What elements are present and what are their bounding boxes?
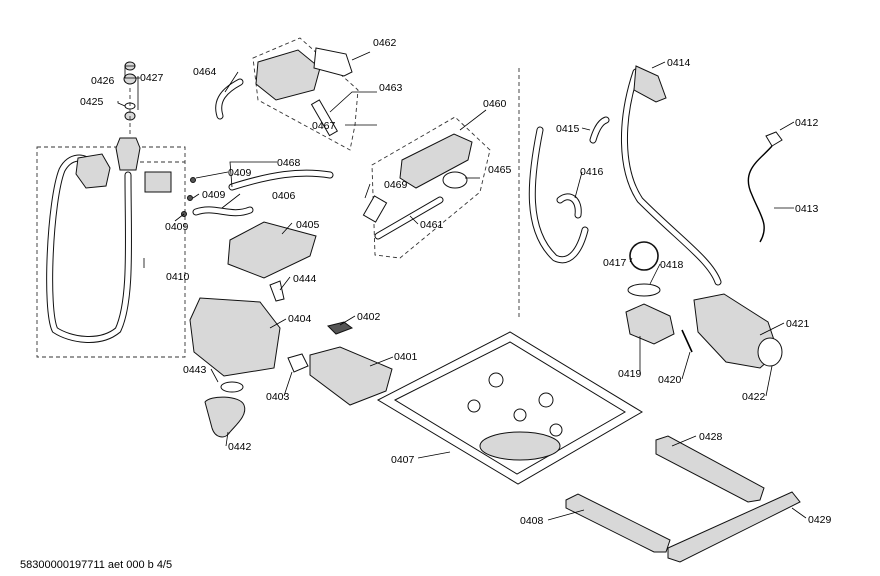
label-0464[interactable]: 0464 <box>193 66 217 78</box>
dispenser-parts-group <box>181 169 334 279</box>
label-0469[interactable]: 0469 <box>384 179 408 191</box>
label-0419[interactable]: 0419 <box>618 368 642 380</box>
label-0416[interactable]: 0416 <box>580 166 604 178</box>
sensor-group-boundary <box>371 116 491 259</box>
label-0402[interactable]: 0402 <box>357 311 381 323</box>
label-0412[interactable]: 0412 <box>795 117 819 129</box>
label-0409-bottom[interactable]: 0409 <box>165 221 189 233</box>
assembly-0460[interactable] <box>399 133 473 189</box>
control-parts-group <box>309 321 393 406</box>
label-0421[interactable]: 0421 <box>786 318 810 330</box>
leader-lines <box>117 51 807 521</box>
clip-0409b[interactable] <box>187 195 193 201</box>
label-0427[interactable]: 0427 <box>140 72 164 84</box>
label-0414[interactable]: 0414 <box>667 57 691 69</box>
gasket-0417[interactable] <box>629 241 659 271</box>
label-0420[interactable]: 0420 <box>658 374 682 386</box>
label-0418[interactable]: 0418 <box>660 259 684 271</box>
pump-cover-0422[interactable] <box>757 337 783 367</box>
drain-hose-0414[interactable] <box>621 68 722 286</box>
detergent-drawer-group <box>189 280 309 438</box>
label-0428[interactable]: 0428 <box>699 431 723 443</box>
inlet-valve-body[interactable] <box>115 137 141 171</box>
label-0413[interactable]: 0413 <box>795 203 819 215</box>
cylinder-0469[interactable] <box>362 195 388 223</box>
label-0461[interactable]: 0461 <box>420 219 444 231</box>
part-labels: 0426 0427 0425 0462 0464 0463 0467 0460 … <box>80 37 832 527</box>
rail-0429[interactable] <box>667 491 801 563</box>
label-0425[interactable]: 0425 <box>80 96 104 108</box>
document-id-footer: 58300000197711 aet 000 b 4/5 <box>20 559 173 571</box>
ring-0465[interactable] <box>442 171 468 189</box>
label-0465[interactable]: 0465 <box>488 164 512 176</box>
sump-0407 <box>479 431 561 461</box>
label-0444[interactable]: 0444 <box>293 273 317 285</box>
label-0403[interactable]: 0403 <box>266 391 290 403</box>
label-0405[interactable]: 0405 <box>296 219 320 231</box>
pipe-0467[interactable] <box>310 99 339 137</box>
label-0409-top[interactable]: 0409 <box>228 167 252 179</box>
inlet-assembly-group <box>36 61 186 358</box>
drain-assembly-group <box>528 65 801 563</box>
label-0410[interactable]: 0410 <box>166 271 190 283</box>
sensor-0412[interactable] <box>765 131 783 147</box>
label-0442[interactable]: 0442 <box>228 441 252 453</box>
inlet-hose-boundary <box>36 146 186 358</box>
cable-0413[interactable] <box>747 145 773 243</box>
upper-assembly-group <box>215 37 359 151</box>
siphon-0442[interactable] <box>204 396 246 438</box>
label-0417[interactable]: 0417 <box>603 257 627 269</box>
lever-0444[interactable] <box>269 280 285 302</box>
base-pan-group <box>376 331 643 485</box>
label-0408[interactable]: 0408 <box>520 515 544 527</box>
label-0422[interactable]: 0422 <box>742 391 766 403</box>
tray-0401[interactable] <box>309 346 393 406</box>
screw-0420[interactable] <box>681 329 693 353</box>
switch-0402[interactable] <box>327 321 354 335</box>
label-0429[interactable]: 0429 <box>808 514 832 526</box>
label-0409-mid[interactable]: 0409 <box>202 189 226 201</box>
label-0468[interactable]: 0468 <box>277 157 301 169</box>
label-0467[interactable]: 0467 <box>312 120 336 132</box>
clamp-0443[interactable] <box>220 381 244 393</box>
hose-elbow-0414[interactable] <box>633 65 667 103</box>
pump-housing-0419[interactable] <box>625 303 675 345</box>
label-0443[interactable]: 0443 <box>183 364 207 376</box>
rail-0428[interactable] <box>655 435 765 503</box>
clip-0409a[interactable] <box>190 177 196 183</box>
bracket-0462[interactable] <box>313 47 353 77</box>
sensor-assembly-group <box>362 116 491 259</box>
label-0401[interactable]: 0401 <box>394 351 418 363</box>
label-0460[interactable]: 0460 <box>483 98 507 110</box>
cover-0403[interactable] <box>287 353 309 373</box>
solenoid-valve[interactable] <box>144 171 172 193</box>
drawer-0404[interactable] <box>189 297 281 377</box>
clamp-0418[interactable] <box>627 283 661 297</box>
label-0406[interactable]: 0406 <box>272 190 296 202</box>
hose-connector <box>75 153 111 189</box>
valve-block-0405[interactable] <box>227 221 317 279</box>
label-0407[interactable]: 0407 <box>391 454 415 466</box>
rail-0408[interactable] <box>565 493 671 553</box>
label-0426[interactable]: 0426 <box>91 75 115 87</box>
label-0415[interactable]: 0415 <box>556 123 580 135</box>
label-0463[interactable]: 0463 <box>379 82 403 94</box>
label-0462[interactable]: 0462 <box>373 37 397 49</box>
nut-0427[interactable] <box>123 73 137 85</box>
housing-0463[interactable] <box>255 49 321 101</box>
label-0404[interactable]: 0404 <box>288 313 312 325</box>
